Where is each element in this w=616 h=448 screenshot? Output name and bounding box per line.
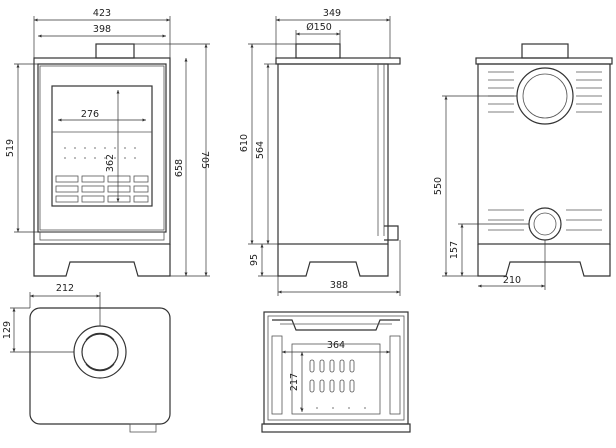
dim-front-inner-width-398: 398 — [93, 24, 111, 35]
dim-body-height-658: 658 — [174, 159, 185, 177]
dim-flue-diameter: Ø150 — [306, 22, 332, 33]
dim-back-lower-outlet-157: 157 — [449, 241, 460, 259]
top-view: 212 129 — [2, 283, 171, 433]
dim-top-offset-212: 212 — [56, 283, 74, 294]
dim-base-height-95: 95 — [249, 254, 260, 266]
front-view: 423 398 276 362 519 658 705 — [5, 8, 210, 277]
dim-section-depth-217: 217 — [289, 373, 300, 391]
dim-total-height-705: 705 — [199, 151, 210, 169]
dim-side-depth-349: 349 — [323, 8, 341, 19]
dim-glass-width-276: 276 — [81, 109, 99, 120]
dim-back-offset-210: 210 — [503, 275, 521, 286]
dim-front-width-423: 423 — [93, 8, 111, 19]
back-view: 550 157 210 — [433, 43, 613, 290]
dim-top-offset-129: 129 — [2, 321, 13, 339]
dim-side-body-564: 564 — [255, 141, 266, 159]
dim-side-height-610: 610 — [239, 134, 250, 152]
side-view: 349 Ø150 610 564 95 388 — [239, 8, 401, 296]
dim-section-width-364: 364 — [327, 340, 345, 351]
dim-back-outlet-height-550: 550 — [433, 177, 444, 195]
section-view: 364 217 — [261, 311, 411, 433]
dim-glass-height-362: 362 — [105, 154, 116, 172]
dim-side-overall-388: 388 — [330, 280, 348, 291]
dim-door-height-519: 519 — [5, 139, 16, 157]
